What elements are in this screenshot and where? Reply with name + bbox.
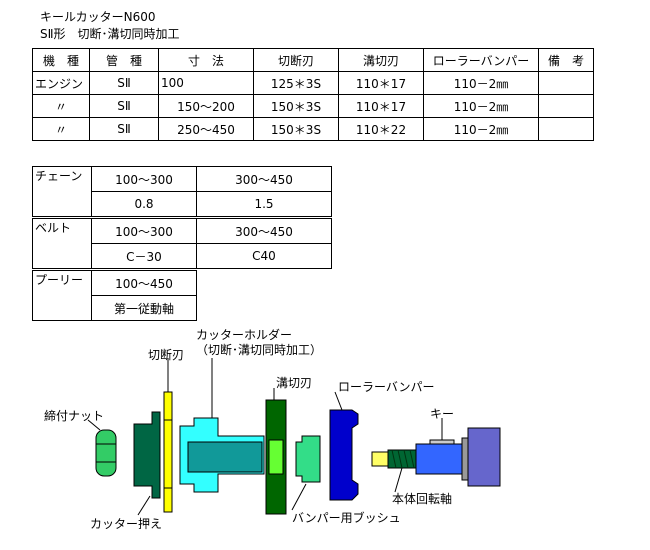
label-main-shaft: 本体回転軸 xyxy=(392,492,453,506)
cell-groove-blade: 110＊22 xyxy=(338,117,424,141)
table-row: ベルト 100～300 300～450 xyxy=(32,218,332,269)
table-row: C－30 C40 xyxy=(33,243,332,269)
cell-roller-bumper: 110－2㎜ xyxy=(423,117,539,141)
label-cutter-holder: カッターホルダー xyxy=(196,328,293,342)
spec-table: 機 種 管 種 寸 法 切断刃 溝切刃 ローラーバンパー 備 考 エンジン SⅡ… xyxy=(32,48,594,141)
bumper-bush-shape xyxy=(295,435,321,483)
document-title: キールカッターN600 xyxy=(40,10,156,24)
chain-table: チェーン 100～300 300～450 0.8 1.5 xyxy=(32,166,332,217)
label-lock-nut: 締付ナット xyxy=(44,409,105,423)
thread-lines xyxy=(391,449,415,469)
chain-range-2: 300～450 xyxy=(196,166,332,192)
shaft-end-shape xyxy=(371,451,389,467)
document-subtitle: SⅡ形 切断･溝切同時加工 xyxy=(40,27,180,41)
cell-pipe-type: SⅡ xyxy=(89,94,159,118)
cell-cutting-blade: 150＊3S xyxy=(253,117,339,141)
pulley-range: 100～450 xyxy=(91,270,197,296)
cell-model: 〃 xyxy=(32,117,90,141)
groove-blade-hub xyxy=(268,439,284,475)
belt-value-2: C40 xyxy=(196,243,332,269)
main-shaft-shape xyxy=(415,443,469,475)
cell-roller-bumper: 110－2㎜ xyxy=(423,71,539,95)
pulley-value: 第一従動軸 xyxy=(91,295,197,321)
chain-label: チェーン xyxy=(32,166,92,217)
leader-lines xyxy=(87,358,443,516)
label-roller-bumper: ローラーバンパー xyxy=(338,380,435,394)
cutting-blade-shape xyxy=(163,391,173,513)
cell-remarks xyxy=(538,117,594,141)
table-row: プーリー 100～450 xyxy=(32,270,197,321)
cell-size: 150～200 xyxy=(158,94,254,118)
table-row: 〃 SⅡ 150～200 150＊3S 110＊17 110－2㎜ xyxy=(32,94,594,118)
label-bumper-bush: バンパー用ブッシュ xyxy=(292,511,401,525)
table-row: 〃 SⅡ 250～450 150＊3S 110＊22 110－2㎜ xyxy=(32,117,594,141)
cell-model: エンジン xyxy=(32,71,90,95)
table-row: チェーン 100～300 300～450 xyxy=(32,166,332,217)
label-cutter-holder-note: （切断･溝切同時加工） xyxy=(196,343,323,357)
chain-value-1: 0.8 xyxy=(91,191,197,217)
key-shape xyxy=(429,439,455,445)
shaft-collar xyxy=(461,437,469,481)
label-key: キー xyxy=(430,407,455,421)
label-cutter-press: カッター押え xyxy=(90,517,163,531)
header-remarks: 備 考 xyxy=(538,48,594,72)
pulley-table: プーリー 100～450 第一従動軸 xyxy=(32,270,197,321)
label-groove-blade: 溝切刃 xyxy=(276,376,313,390)
roller-bumper-shape xyxy=(329,409,359,501)
table-row: 0.8 1.5 xyxy=(33,191,332,217)
label-cutting-blade: 切断刃 xyxy=(148,348,185,362)
table-row: 第一従動軸 xyxy=(33,295,197,321)
header-roller-bumper: ローラーバンパー xyxy=(423,48,539,72)
pulley-label: プーリー xyxy=(32,270,92,321)
machine-body-shape xyxy=(467,427,501,487)
belt-table: ベルト 100～300 300～450 C－30 C40 xyxy=(32,218,332,269)
cell-roller-bumper: 110－2㎜ xyxy=(423,94,539,118)
cutter-press-shape xyxy=(133,411,161,499)
belt-range-1: 100～300 xyxy=(91,218,197,244)
header-groove-blade: 溝切刃 xyxy=(338,48,424,72)
lock-nut-shape xyxy=(95,429,117,477)
cutter-holder-bore xyxy=(187,441,263,473)
spec-table-header-row: 機 種 管 種 寸 法 切断刃 溝切刃 ローラーバンパー 備 考 xyxy=(32,48,594,72)
chain-value-2: 1.5 xyxy=(196,191,332,217)
cell-groove-blade: 110＊17 xyxy=(338,94,424,118)
